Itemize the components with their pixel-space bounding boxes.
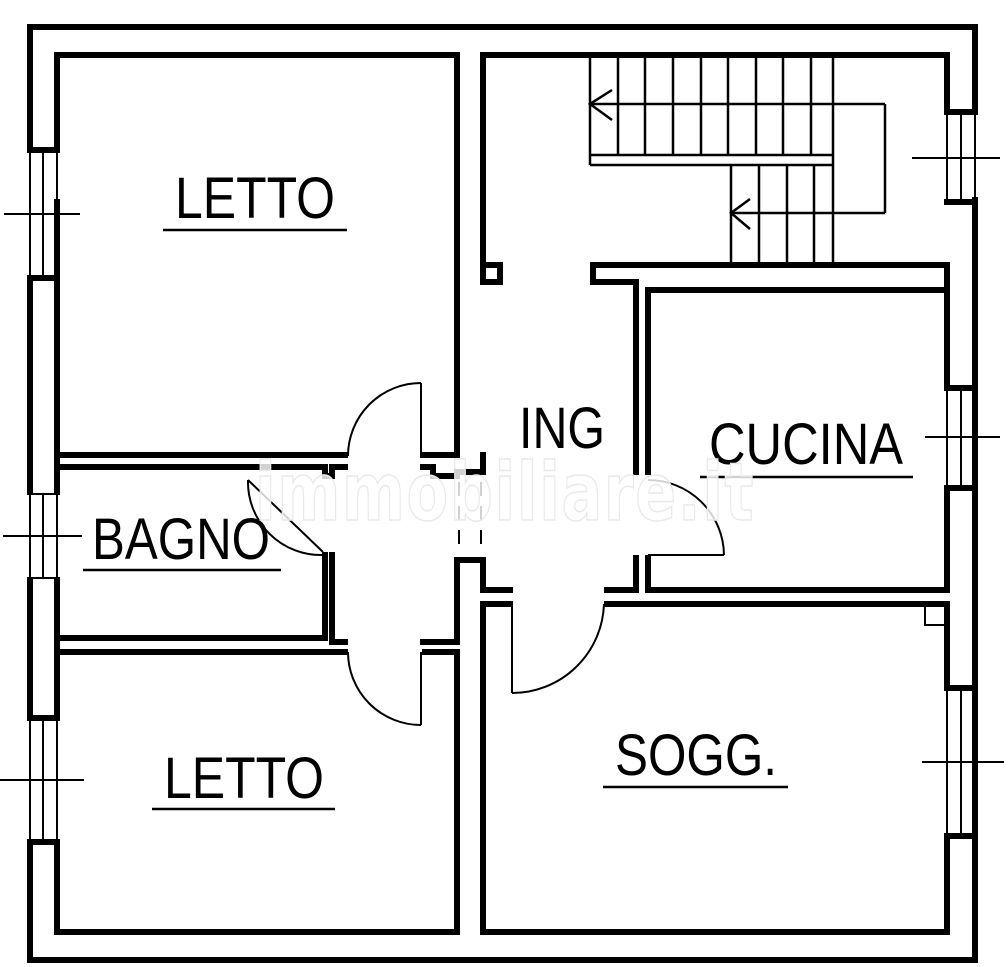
room-label-ingresso: ING bbox=[519, 396, 605, 461]
watermark: immobiliare.it bbox=[255, 446, 755, 539]
outer-walls bbox=[27, 24, 978, 963]
corridor-opening bbox=[458, 482, 482, 552]
room-label-letto-bottom: LETTO bbox=[164, 746, 324, 811]
staircase bbox=[587, 57, 887, 263]
windows bbox=[0, 109, 1004, 845]
interior-walls bbox=[54, 199, 950, 935]
room-labels: LETTO BAGNO LETTO ING CUCINA SOGG. bbox=[83, 166, 913, 811]
doors bbox=[246, 382, 725, 726]
room-label-soggiorno: SOGG. bbox=[615, 723, 777, 788]
room-label-bagno: BAGNO bbox=[92, 507, 270, 572]
room-label-cucina: CUCINA bbox=[709, 412, 903, 477]
room-label-letto-top: LETTO bbox=[175, 166, 335, 231]
